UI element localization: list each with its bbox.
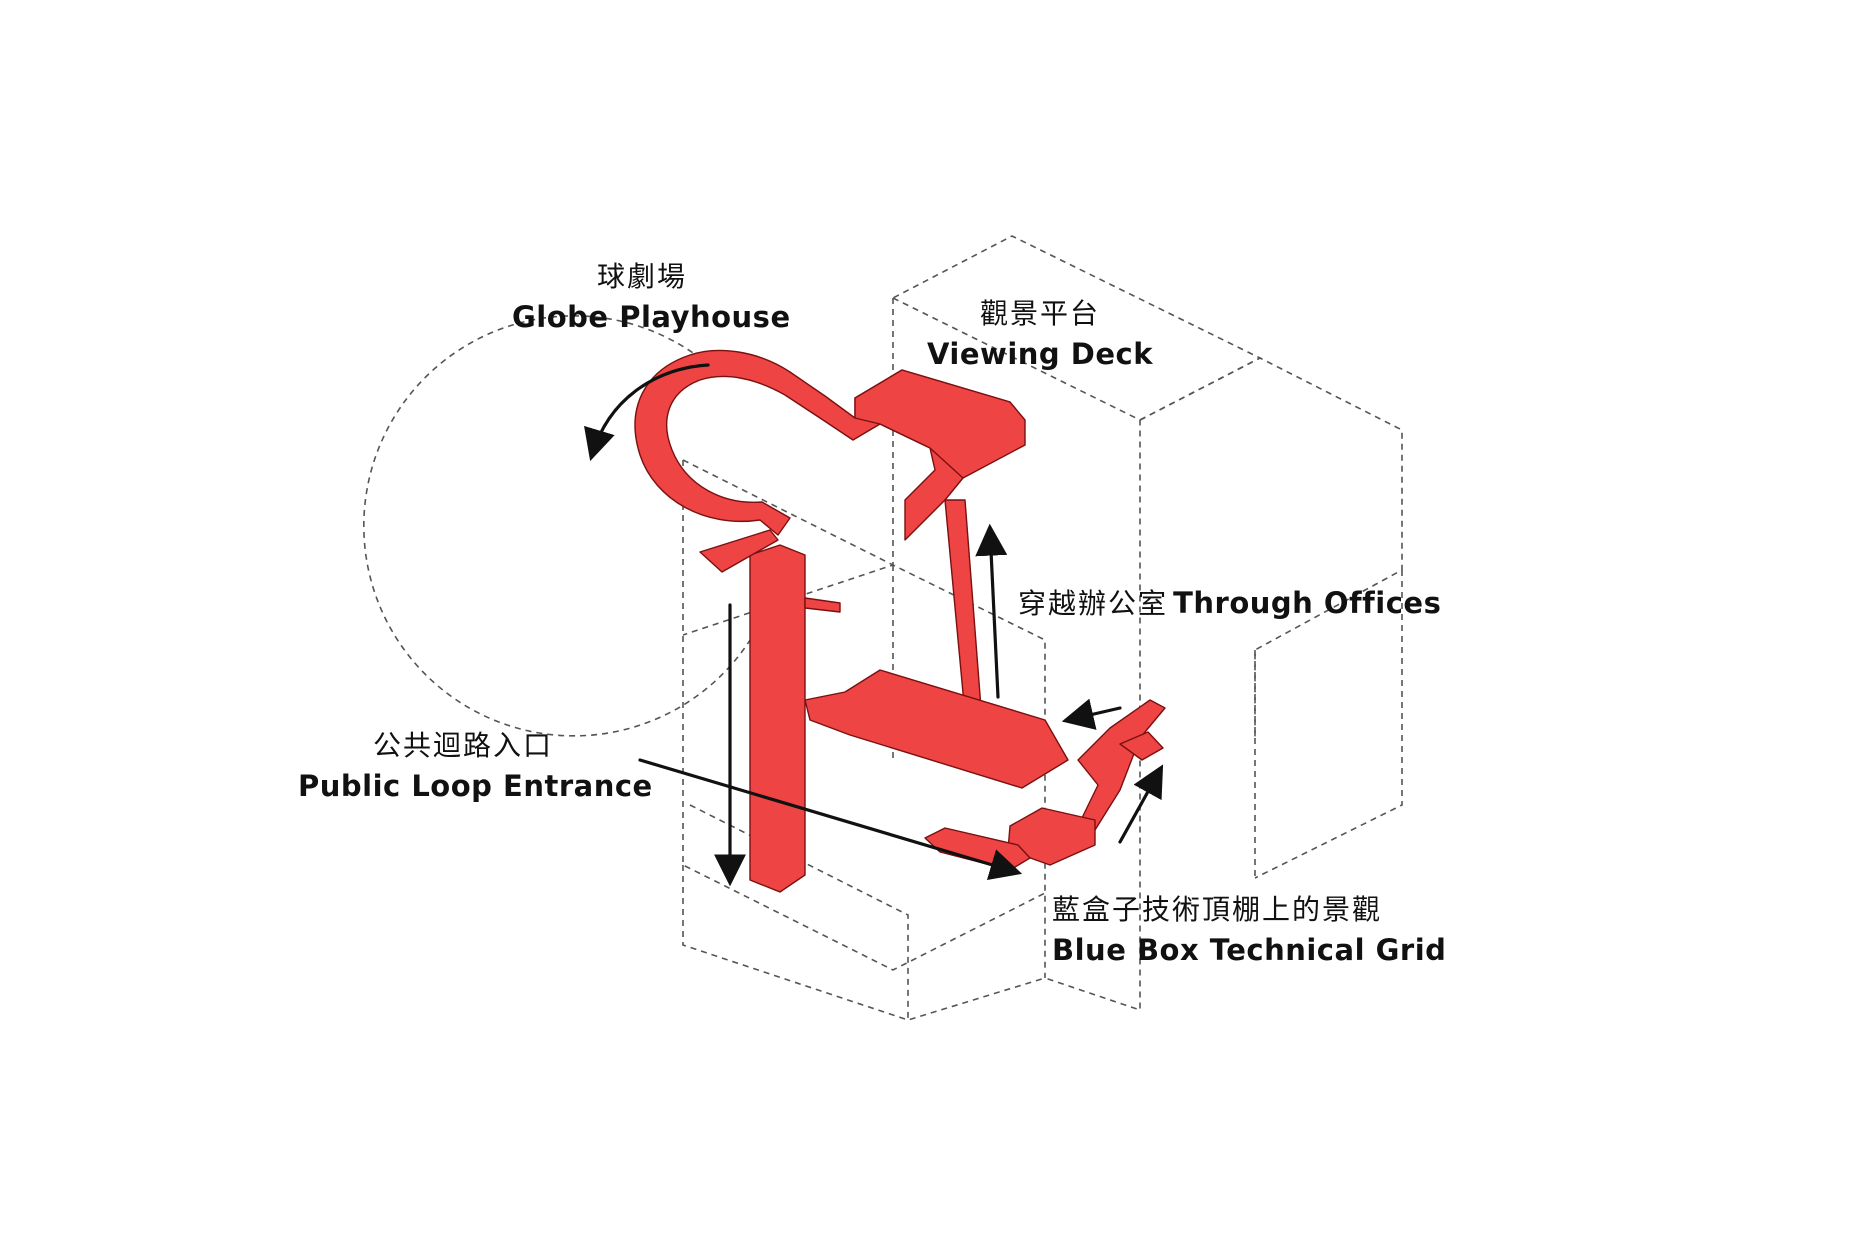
viewing-deck-zh: 觀景平台 <box>979 297 1100 330</box>
through-offices-en: Through Offices <box>1173 586 1442 620</box>
small-bracket <box>804 597 841 613</box>
viewing-deck-en: Viewing Deck <box>927 337 1153 371</box>
office-floor-plate <box>804 669 1069 789</box>
through-offices-zh: 穿越辦公室 <box>1018 587 1169 620</box>
tech-grid-left-arrow <box>1061 698 1122 730</box>
public-loop-entrance-label: 公共迴路入口 Public Loop Entrance <box>298 726 653 806</box>
offices-up-arrow <box>975 523 1008 699</box>
direction-arrows <box>584 363 1164 887</box>
globe-playhouse-zh: 球劇場 <box>596 260 687 293</box>
viewing-deck-label: 觀景平台 Viewing Deck <box>920 294 1160 374</box>
blue-box-grid-zh: 藍盒子技術頂棚上的景觀 <box>1052 893 1383 926</box>
globe-arrow <box>584 363 710 462</box>
circulation-route <box>634 349 1166 893</box>
blue-box-grid-label: 藍盒子技術頂棚上的景觀 Blue Box Technical Grid <box>1052 890 1447 970</box>
blue-box-grid-en: Blue Box Technical Grid <box>1052 933 1447 967</box>
through-offices-label: 穿越辦公室 Through Offices <box>1018 583 1441 624</box>
entrance-arrow <box>638 758 1023 881</box>
tech-grid-up-arrow <box>1118 764 1164 844</box>
globe-playhouse-en: Globe Playhouse <box>512 300 791 334</box>
tech-grid-landing <box>1119 731 1164 761</box>
upper-ledge <box>699 529 779 573</box>
globe-playhouse-label: 球劇場 Globe Playhouse <box>512 257 791 337</box>
public-loop-entrance-zh: 公共迴路入口 <box>372 729 553 762</box>
vertical-shaft <box>749 544 806 893</box>
tech-grid-stair <box>1077 699 1166 831</box>
public-loop-entrance-en: Public Loop Entrance <box>298 769 653 803</box>
viewing-deck-platform <box>854 369 1026 479</box>
